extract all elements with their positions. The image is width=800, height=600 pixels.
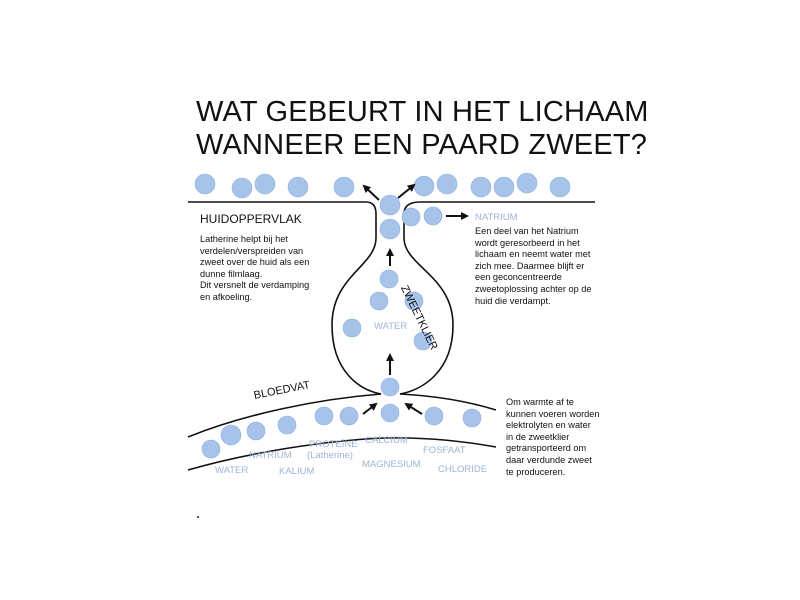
stray-dot bbox=[197, 516, 199, 518]
label-skin: HUIDOPPERVLAK bbox=[200, 212, 302, 226]
electrolyte-proteine: PROTEÏNE bbox=[309, 439, 358, 450]
arrows bbox=[362, 183, 469, 415]
electrolyte-calcium: CALCIUM bbox=[365, 435, 408, 446]
title-line-1: WAT GEBEURT IN HET LICHAAM bbox=[196, 96, 649, 128]
vessel-upper bbox=[187, 393, 497, 438]
surface-droplets bbox=[194, 172, 571, 199]
note-left: Latherine helpt bij het verdelen/verspre… bbox=[200, 234, 310, 302]
vessel-droplets bbox=[201, 403, 482, 459]
electrolyte-magnesium: MAGNESIUM bbox=[362, 459, 421, 470]
electrolyte-fosfaat: FOSFAAT bbox=[423, 445, 466, 456]
electrolyte-water: WATER bbox=[215, 465, 249, 476]
electrolyte-latherine: (Latherine) bbox=[307, 450, 353, 461]
note-right-bottom: Om warmte af te kunnen voeren worden ele… bbox=[506, 397, 600, 477]
label-water-gland: WATER bbox=[374, 321, 408, 332]
electrolyte-kalium: KALIUM bbox=[279, 466, 315, 477]
gland-droplets bbox=[342, 194, 443, 397]
note-right-top: Een deel van het Natrium wordt geresorbe… bbox=[475, 226, 592, 306]
label-sodium-out: NATRIUM bbox=[475, 212, 518, 223]
electrolyte-chloride: CHLORIDE bbox=[438, 464, 488, 475]
gland-outline bbox=[331, 225, 454, 395]
electrolyte-natrium: NATRIUM bbox=[249, 450, 292, 461]
vessel-lower bbox=[187, 437, 497, 471]
title-line-2: WANNEER EEN PAARD ZWEET? bbox=[196, 129, 648, 161]
skin-line-left bbox=[188, 201, 377, 225]
